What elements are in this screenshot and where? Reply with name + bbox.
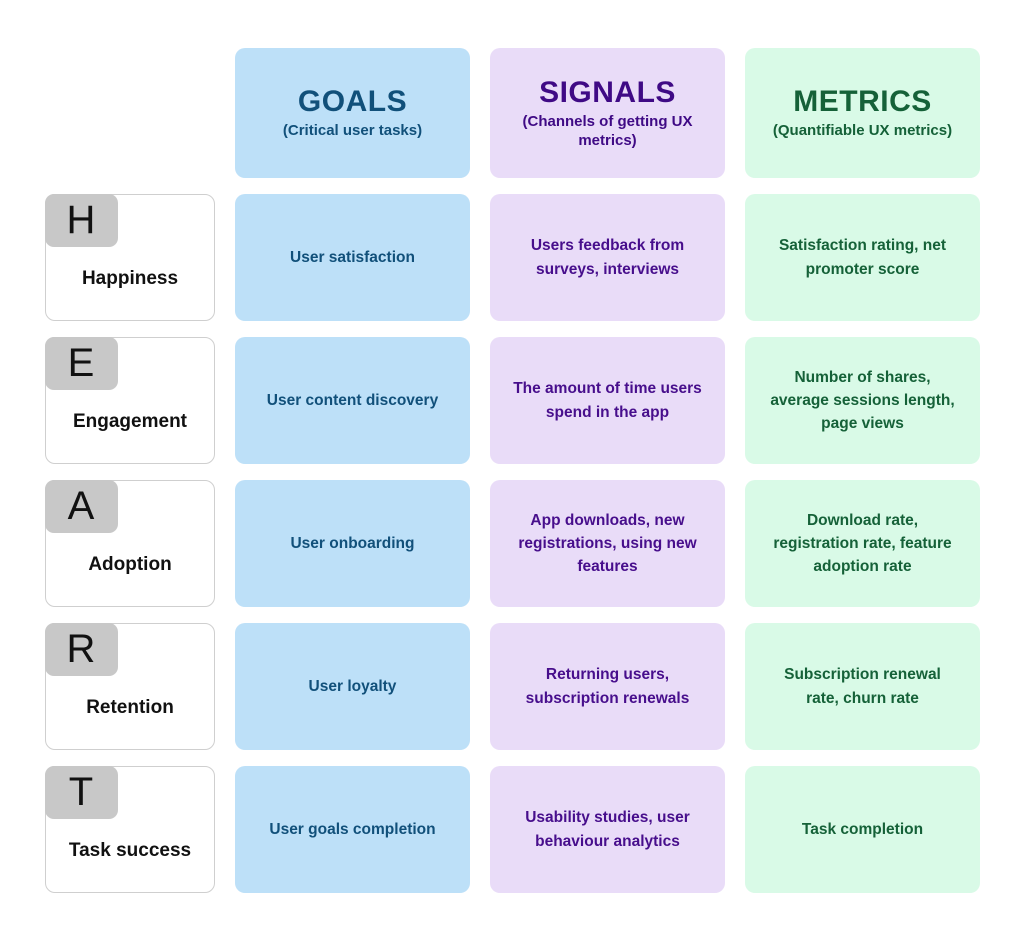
cell-task-success-signals: Usability studies, user behaviour analyt…: [490, 766, 725, 893]
cell-retention-goals: User loyalty: [235, 623, 470, 750]
letter-badge-t: T: [44, 765, 118, 819]
cell-engagement-metrics: Number of shares, average sessions lengt…: [745, 337, 980, 464]
cell-engagement-goals: User content discovery: [235, 337, 470, 464]
cell-retention-signals: Returning users, subscription renewals: [490, 623, 725, 750]
letter-badge-e: E: [44, 336, 118, 390]
row-card-adoption: A Adoption: [44, 479, 215, 607]
signals-subtitle: (Channels of getting UX metrics): [522, 112, 693, 150]
cell-happiness-metrics: Satisfaction rating, net promoter score: [745, 194, 980, 321]
goals-title: GOALS: [297, 85, 408, 119]
row-card-happiness: H Happiness: [44, 193, 215, 321]
cell-engagement-signals: The amount of time users spend in the ap…: [490, 337, 725, 464]
cell-adoption-signals: App downloads, new registrations, using …: [490, 480, 725, 607]
metrics-title: METRICS: [793, 85, 932, 119]
row-card-task-success: T Task success: [44, 765, 215, 893]
metrics-subtitle: (Quantifiable UX metrics): [772, 122, 953, 140]
row-card-engagement: E Engagement: [44, 336, 215, 464]
row-label-happiness: Happiness: [81, 267, 179, 289]
row-label-task-success: Task success: [68, 839, 192, 861]
cell-task-success-goals: User goals completion: [235, 766, 470, 893]
cell-adoption-goals: User onboarding: [235, 480, 470, 607]
column-header-metrics: METRICS (Quantifiable UX metrics): [745, 48, 980, 178]
cell-retention-metrics: Subscription renewal rate, churn rate: [745, 623, 980, 750]
row-label-engagement: Engagement: [72, 410, 188, 432]
column-header-signals: SIGNALS (Channels of getting UX metrics): [490, 48, 725, 178]
cell-task-success-metrics: Task completion: [745, 766, 980, 893]
column-header-goals: GOALS (Critical user tasks): [235, 48, 470, 178]
cell-happiness-signals: Users feedback from surveys, interviews: [490, 194, 725, 321]
letter-badge-a: A: [44, 479, 118, 533]
goals-subtitle: (Critical user tasks): [282, 122, 423, 140]
letter-badge-h: H: [44, 193, 118, 247]
letter-badge-r: R: [44, 622, 118, 676]
signals-title: SIGNALS: [539, 75, 676, 109]
row-card-retention: R Retention: [44, 622, 215, 750]
cell-adoption-metrics: Download rate, registration rate, featur…: [745, 480, 980, 607]
row-label-adoption: Adoption: [88, 553, 172, 575]
row-label-retention: Retention: [86, 696, 174, 718]
heart-matrix: GOALS (Critical user tasks) SIGNALS (Cha…: [44, 48, 980, 893]
cell-happiness-goals: User satisfaction: [235, 194, 470, 321]
corner-spacer: [45, 48, 215, 178]
